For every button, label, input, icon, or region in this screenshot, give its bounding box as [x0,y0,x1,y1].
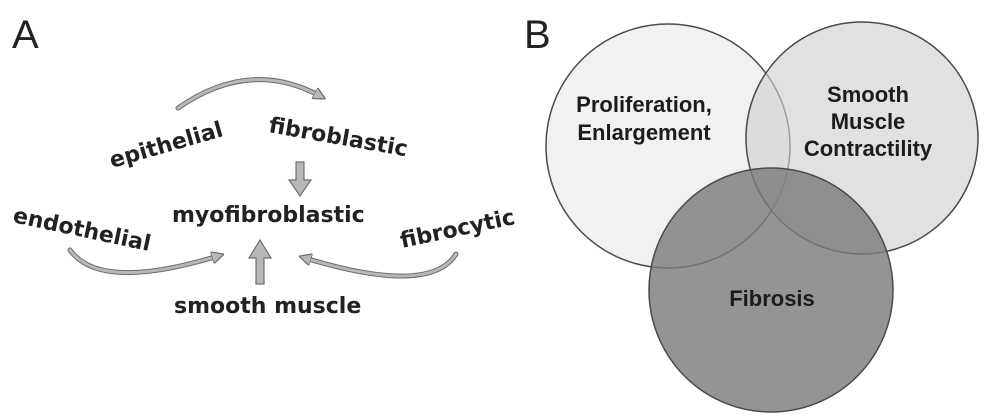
label-smooth-muscle: smooth muscle [174,294,361,319]
arrow-epithelial-to-fibroblastic [175,77,320,111]
venn-label-smooth-muscle-line2: Muscle [831,109,906,134]
arrow-fibroblastic-to-myofibroblastic [287,161,313,198]
venn-label-fibrosis: Fibrosis [729,286,815,311]
venn-circle-fibrosis [648,167,894,413]
panel-b-letter: B [524,13,551,57]
label-fibroblastic: fibroblastic [267,113,410,162]
panel-b: B Proliferation, Enlargement Smooth Musc… [524,13,979,413]
label-endothelial: endothelial [11,203,153,257]
venn-label-proliferation-line1: Proliferation, [576,92,712,117]
arrow-smooth-muscle-to-myofibroblastic [247,238,273,285]
arrow-endothelial-to-myofibroblastic [67,247,218,276]
venn-label-smooth-muscle-line1: Smooth [827,82,909,107]
panel-a-letter: A [12,13,39,57]
venn-label-proliferation-line2: Enlargement [577,120,711,145]
venn-label-smooth-muscle-line3: Contractility [804,136,933,161]
label-fibrocytic: fibrocytic [398,205,517,254]
label-myofibroblastic: myofibroblastic [172,203,365,228]
arrow-fibrocytic-to-myofibroblastic [305,251,459,279]
panel-a: A epithelial fibroblastic myofibroblasti… [11,13,517,319]
label-epithelial: epithelial [107,118,226,174]
